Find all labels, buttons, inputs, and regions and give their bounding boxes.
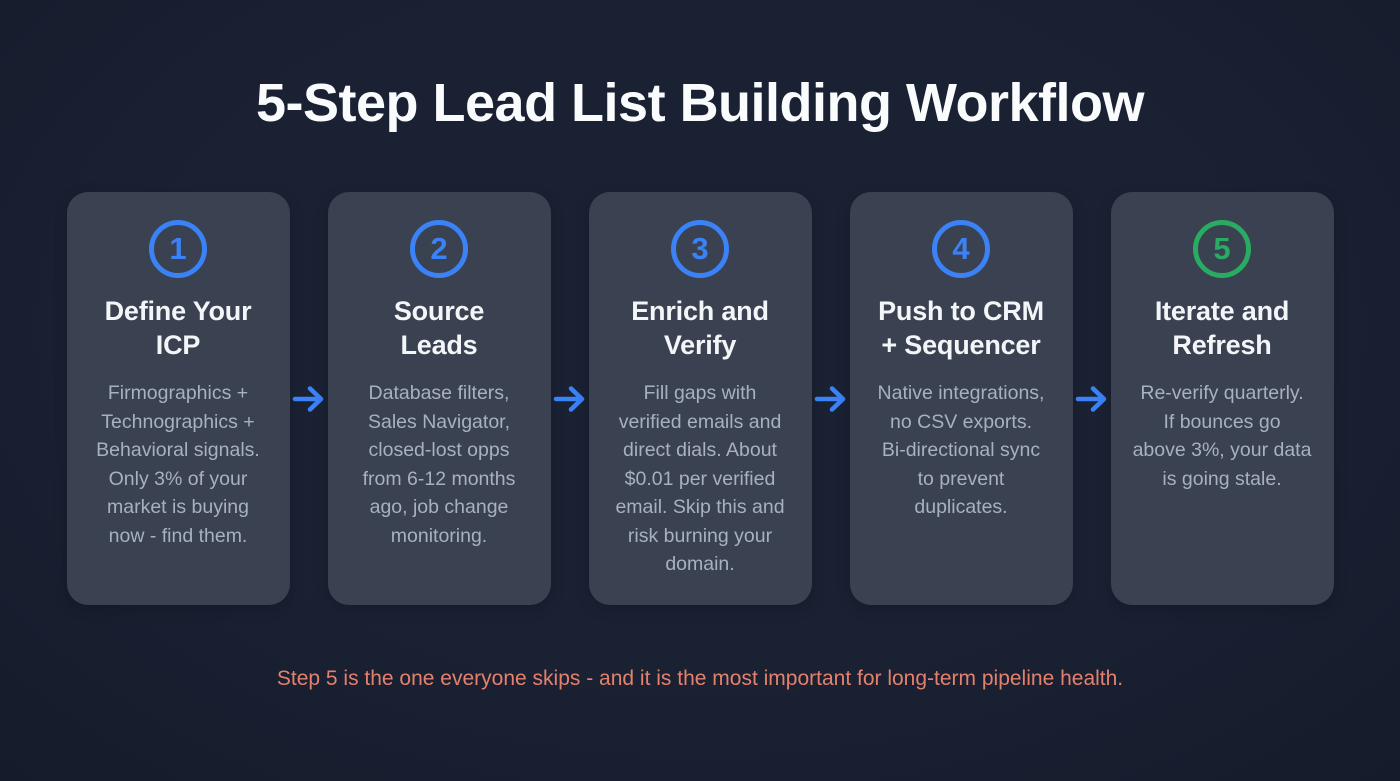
step-card-5: 5 Iterate and Refresh Re-verify quarterl…: [1110, 192, 1334, 605]
step-card-1: 1 Define Your ICP Firmographics + Techno…: [66, 192, 290, 605]
arrow-right-icon: [1073, 192, 1111, 605]
step-2-number-badge: 2: [410, 220, 468, 278]
step-4-title: Push to CRM + Sequencer: [878, 296, 1044, 360]
step-3-title: Enrich and Verify: [631, 296, 769, 360]
step-2-number: 2: [430, 231, 448, 266]
page-title: 5-Step Lead List Building Workflow: [255, 73, 1145, 133]
step-1-number: 1: [169, 231, 187, 266]
arrow-right-icon: [812, 192, 850, 605]
step-3-number-badge: 3: [671, 220, 729, 278]
step-3-description: Fill gaps with verified emails and direc…: [615, 382, 785, 575]
step-1-description: Firmographics + Technographics + Behavio…: [96, 382, 260, 547]
step-card-4: 4 Push to CRM + Sequencer Native integra…: [849, 192, 1073, 605]
step-2-description: Database filters, Sales Navigator, close…: [362, 382, 516, 547]
step-1-number-badge: 1: [149, 220, 207, 278]
step-4-number-badge: 4: [932, 220, 990, 278]
workflow-steps-row: 1 Define Your ICP Firmographics + Techno…: [0, 192, 1400, 605]
arrow-right-icon: [551, 192, 589, 605]
step-4-description: Native integrations, no CSV exports. Bi-…: [877, 382, 1045, 518]
step-card-3: 3 Enrich and Verify Fill gaps with verif…: [588, 192, 812, 605]
step-card-2: 2 Source Leads Database filters, Sales N…: [327, 192, 551, 605]
step-5-number-badge: 5: [1193, 220, 1251, 278]
step-4-number: 4: [952, 231, 970, 266]
arrow-right-icon: [290, 192, 328, 605]
step-5-number: 5: [1213, 231, 1231, 266]
step-3-number: 3: [691, 231, 709, 266]
step-1-title: Define Your ICP: [104, 296, 252, 360]
footer-note: Step 5 is the one everyone skips - and i…: [276, 667, 1124, 690]
step-5-description: Re-verify quarterly. If bounces go above…: [1132, 382, 1312, 490]
step-5-title: Iterate and Refresh: [1154, 296, 1290, 360]
step-2-title: Source Leads: [393, 296, 485, 360]
